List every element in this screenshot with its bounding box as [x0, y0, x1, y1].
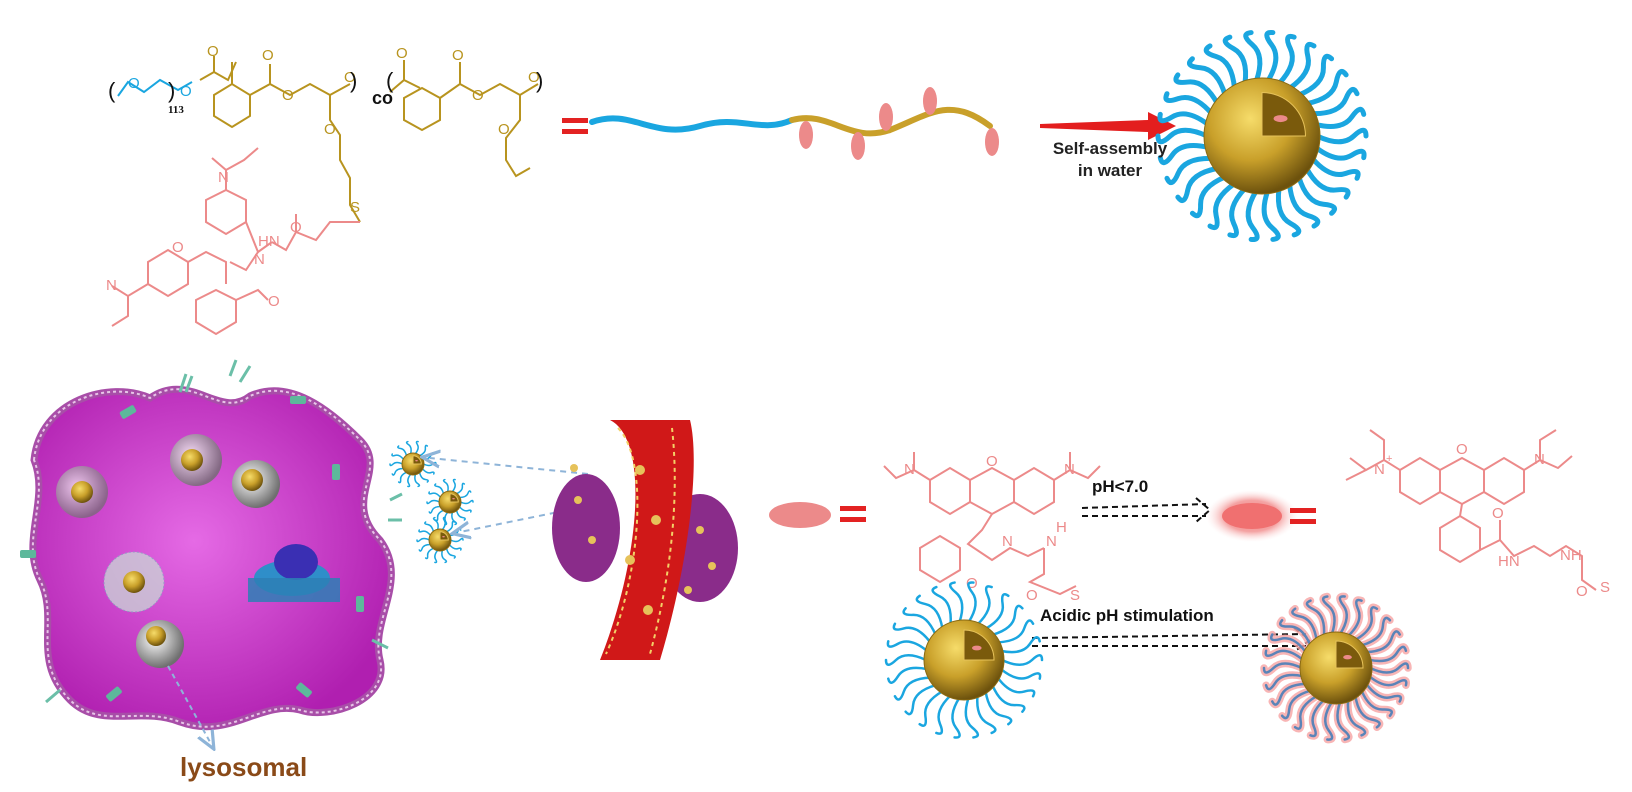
svg-text:O: O	[1026, 587, 1038, 604]
svg-text:O: O	[172, 239, 184, 256]
svg-text:N: N	[254, 251, 265, 268]
equals-sign-right	[1290, 508, 1316, 524]
svg-text:N: N	[904, 461, 915, 478]
svg-text:O: O	[282, 87, 294, 104]
svg-text:N: N	[106, 277, 117, 294]
svg-text:N: N	[1002, 533, 1013, 550]
svg-text:+: +	[1386, 453, 1392, 465]
svg-text:N: N	[1374, 461, 1385, 478]
blood-vessel	[552, 420, 738, 660]
svg-text:N: N	[1046, 533, 1057, 550]
polymer-structure: O O ( ) O O O O O O O O O O S )	[106, 43, 543, 336]
svg-text:): )	[168, 78, 175, 103]
peg-chain	[117, 78, 193, 97]
ph-condition-label: pH<7.0	[1092, 477, 1149, 496]
svg-text:S: S	[1600, 579, 1610, 596]
cell-illustration	[20, 359, 403, 742]
svg-text:O: O	[1456, 441, 1468, 458]
svg-text:N: N	[218, 169, 229, 186]
copolymer-co-label: co	[372, 88, 394, 108]
svg-text:O: O	[262, 47, 274, 64]
svg-text:O: O	[344, 69, 356, 86]
open-rhodamine-atoms: O N + N O HN NH O S	[1374, 441, 1610, 600]
svg-text:O: O	[180, 83, 192, 100]
spirolactam-atoms: O N N N N H O O S	[904, 453, 1080, 604]
large-micelle	[1155, 29, 1369, 243]
svg-text:): )	[350, 68, 357, 93]
svg-text:O: O	[290, 219, 302, 236]
self-assembly-arrow	[1040, 112, 1176, 140]
svg-text:HN: HN	[1498, 553, 1520, 570]
svg-text:(: (	[108, 78, 116, 103]
polymer-chain-cartoon	[589, 87, 999, 160]
closed-rhodamine-oval	[769, 502, 831, 528]
svg-text:S: S	[350, 199, 360, 216]
svg-text:N: N	[1534, 451, 1545, 468]
svg-text:O: O	[528, 69, 540, 86]
lysosomal-label: lysosomal	[180, 752, 308, 782]
svg-text:O: O	[472, 87, 484, 104]
acidic-stimulation-label: Acidic pH stimulation	[1040, 606, 1214, 625]
open-rhodamine-structure	[1345, 429, 1597, 591]
svg-text:O: O	[986, 453, 998, 470]
equals-sign-left	[840, 506, 866, 522]
svg-text:O: O	[268, 293, 280, 310]
svg-text:O: O	[396, 45, 408, 62]
equals-sign-top	[562, 118, 588, 134]
peg-repeat-label: 113	[168, 104, 184, 116]
svg-text:S: S	[1070, 587, 1080, 604]
svg-text:N: N	[1064, 461, 1075, 478]
svg-text:H: H	[1056, 519, 1067, 536]
micelle-neutral	[884, 581, 1044, 739]
svg-text:(: (	[386, 68, 394, 93]
svg-text:O: O	[498, 121, 510, 138]
released-micelles	[389, 440, 474, 564]
svg-text:HN: HN	[258, 233, 280, 250]
svg-text:NH: NH	[1560, 547, 1582, 564]
spirolactam-structure	[883, 452, 1101, 596]
svg-text:O: O	[1492, 505, 1504, 522]
micelle-activated	[1260, 592, 1412, 744]
svg-text:O: O	[452, 47, 464, 64]
svg-text:): )	[536, 68, 543, 93]
svg-text:O: O	[324, 121, 336, 138]
self-assembly-label: Self-assembly in water	[1040, 138, 1180, 182]
self-assembly-line2: in water	[1077, 161, 1143, 180]
svg-text:O: O	[207, 43, 219, 60]
svg-text:O: O	[1576, 583, 1588, 600]
lysosome-arrow	[167, 665, 210, 742]
svg-text:O: O	[128, 75, 140, 92]
self-assembly-line1: Self-assembly	[1052, 139, 1168, 158]
